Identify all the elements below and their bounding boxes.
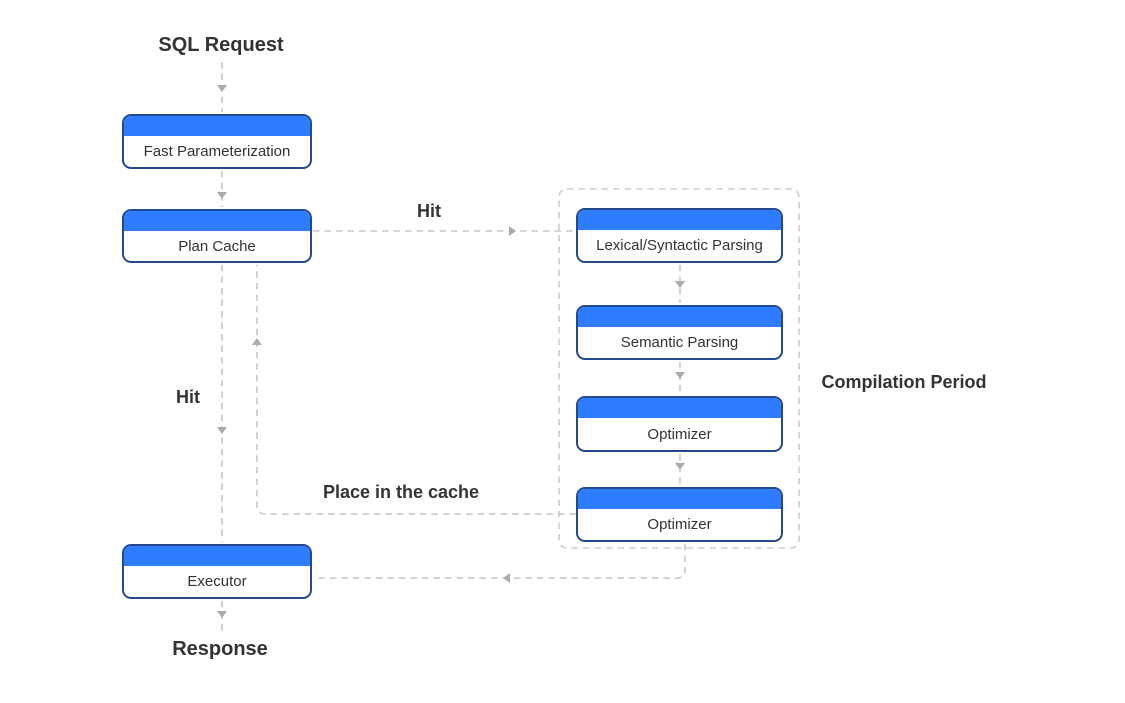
sql-request-label: SQL Request	[158, 34, 284, 56]
arrowhead-down-icon	[217, 611, 227, 618]
node-optimizer-1: Optimizer	[576, 396, 783, 452]
arrowhead-up-icon	[252, 338, 262, 345]
node-label: Executor	[187, 573, 247, 590]
response-label: Response	[172, 638, 268, 660]
node-header-bar	[124, 211, 310, 231]
arrowhead-down-icon	[217, 192, 227, 199]
node-executor: Executor	[122, 544, 312, 599]
place-in-cache-label: Place in the cache	[322, 482, 480, 502]
node-label: Optimizer	[647, 516, 712, 533]
arrowhead-right-icon	[509, 226, 516, 236]
node-header-bar	[578, 210, 781, 230]
arrowhead-down-icon	[675, 281, 685, 288]
edge-optimizer2-to-executor	[314, 544, 686, 579]
arrowhead-down-icon	[675, 372, 685, 379]
hit-top-label: Hit	[417, 201, 441, 221]
node-label: Fast Parameterization	[143, 143, 291, 160]
arrowhead-left-icon	[503, 573, 510, 583]
node-header-bar	[124, 546, 310, 566]
arrowhead-down-icon	[675, 463, 685, 470]
node-fast-parameterization: Fast Parameterization	[122, 114, 312, 169]
edge-optimizer-to-plan-cache	[256, 265, 576, 515]
node-optimizer-2: Optimizer	[576, 487, 783, 542]
node-header-bar	[578, 398, 781, 418]
node-semantic-parsing: Semantic Parsing	[576, 305, 783, 360]
node-lexical-syntactic-parsing: Lexical/Syntactic Parsing	[576, 208, 783, 263]
node-label: Semantic Parsing	[620, 334, 739, 351]
node-label: Optimizer	[647, 425, 712, 443]
node-header-bar	[578, 489, 781, 509]
node-header-bar	[124, 116, 310, 136]
compilation-period-label: Compilation Period	[821, 372, 987, 392]
hit-left-label: Hit	[176, 387, 200, 407]
arrowhead-down-icon	[217, 85, 227, 92]
node-label: Lexical/Syntactic Parsing	[596, 237, 763, 254]
arrowhead-down-icon	[217, 427, 227, 434]
node-plan-cache: Plan Cache	[122, 209, 312, 263]
node-header-bar	[578, 307, 781, 327]
compilation-period-group-border	[558, 188, 800, 549]
node-label: Plan Cache	[178, 237, 256, 255]
